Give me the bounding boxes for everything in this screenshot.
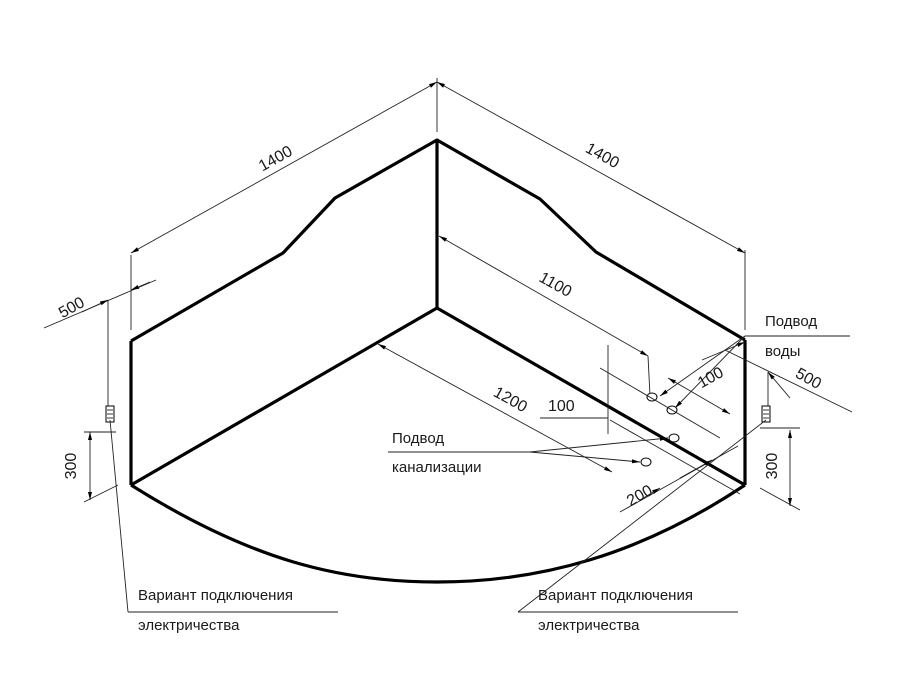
dimension-height-left: 300 (63, 431, 119, 503)
dimension-water-offset-vertical: 100 (540, 345, 609, 434)
electric-outlet-left-icon (105, 405, 115, 423)
dim-height-left: 300 (63, 453, 80, 480)
electric-outlet-right-icon (761, 405, 771, 423)
dim-width-right: 1400 (582, 140, 621, 172)
dimension-side-left: 500 (43, 279, 157, 410)
drain-label-line1: Подвод (392, 430, 444, 447)
dim-side-right: 500 (792, 365, 824, 393)
water-label-line1: Подвод (765, 313, 817, 330)
dim-width-left: 1400 (256, 143, 295, 175)
dimension-height-right: 300 (759, 427, 801, 511)
tub-bottom-left (130, 306, 438, 487)
dimension-top-left: 1400 (130, 78, 438, 330)
drain-outlet-2-icon (640, 457, 652, 467)
electric-label-left: Вариант подключения электричества (109, 419, 338, 634)
dim-height-right: 300 (764, 453, 781, 480)
drain-outlet-1-icon (668, 433, 680, 443)
dim-side-left: 500 (56, 294, 88, 322)
tub-bottom-right (436, 306, 746, 487)
dimension-inner-front: 1200 (377, 343, 613, 473)
water-label-line2: воды (765, 343, 800, 360)
elec-left-line1: Вариант подключения (138, 587, 293, 604)
elec-right-line1: Вариант подключения (538, 587, 693, 604)
drain-group: Подвод канализации (388, 430, 680, 476)
water-inlet-1-icon (646, 392, 658, 402)
water-supply-group: Подвод воды (646, 313, 850, 415)
dimension-top-right: 1400 (436, 81, 746, 330)
dim-drain-offset: 200 (624, 482, 656, 510)
dim-inner-right: 1100 (536, 269, 574, 301)
dim-water-offset-2: 100 (548, 398, 575, 415)
electric-label-right: Вариант подключения электричества (517, 419, 767, 634)
tub-front-arc (130, 483, 746, 584)
drain-label-line2: канализации (392, 459, 482, 476)
dimension-inner-right: 1100 (438, 235, 651, 397)
elec-left-line2: электричества (138, 617, 240, 634)
dimension-water-offset-right: 100 (599, 364, 741, 495)
dim-inner-front: 1200 (490, 384, 529, 416)
tub-outline (129, 138, 747, 584)
elec-right-line2: электричества (538, 617, 640, 634)
